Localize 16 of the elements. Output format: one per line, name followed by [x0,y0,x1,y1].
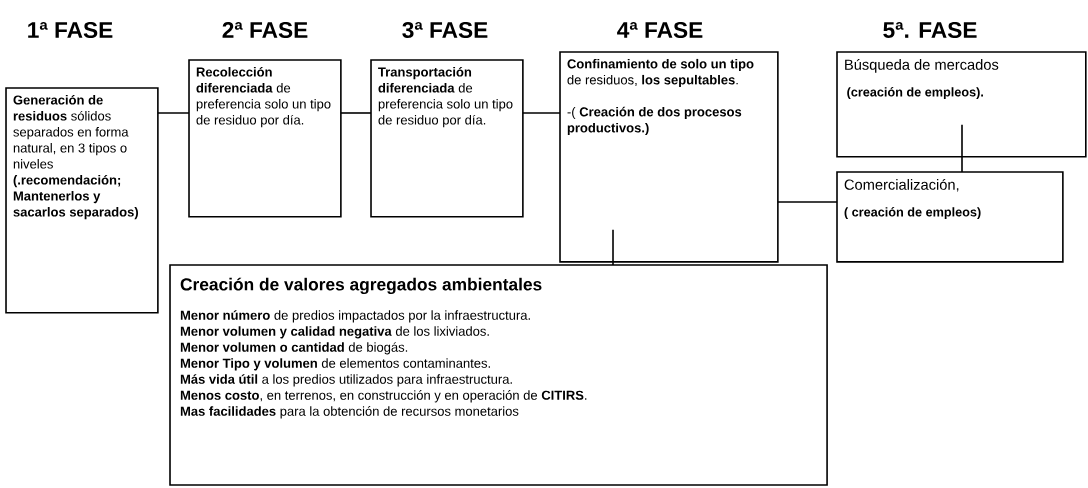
connector-line [157,112,190,114]
phase-heading: 2ª FASE [222,21,308,39]
connector-line [612,229,614,266]
process-box: Generación de residuos sólidos separados en forma natural, en 3 tipos o niveles (.recomendación; Mantenerlos y sacarlos separados) [5,87,159,314]
phase-heading: 1ª FASE [28,21,113,39]
process-box: Transportación diferenciada de preferencia solo un tipo de residuo por día. [370,59,524,218]
connector-line [777,201,838,203]
process-box: Búsqueda de mercados (creación de empleos). [836,51,1087,158]
process-box: Creación de valores agregados ambientales Menor número de predios impactados por la infraestructura. Menor volumen y calidad negativa de los lixiviados. Menor volumen o cantidad de biogás. Menor Tipo y volumen de elementos contaminantes. Más vida útil a los predios utilizados para infraestructura. Menos costo, en terrenos, en construcción y en operación de CITIRS. Mas facilidades para la obtención de recursos monetarios [169,264,828,486]
connector-line [961,124,963,173]
process-box: Confinamiento de solo un tipo de residuos, los sepultables. -( Creación de dos procesos productivos.) [559,51,779,263]
connector-line [522,112,561,114]
connector-line [340,112,372,114]
process-box: Comercialización, ( creación de empleos) [836,171,1064,263]
process-box: Recolección diferenciada de preferencia solo un tipo de residuo por día. [188,59,342,218]
phase-heading: 3ª FASE [402,21,488,39]
